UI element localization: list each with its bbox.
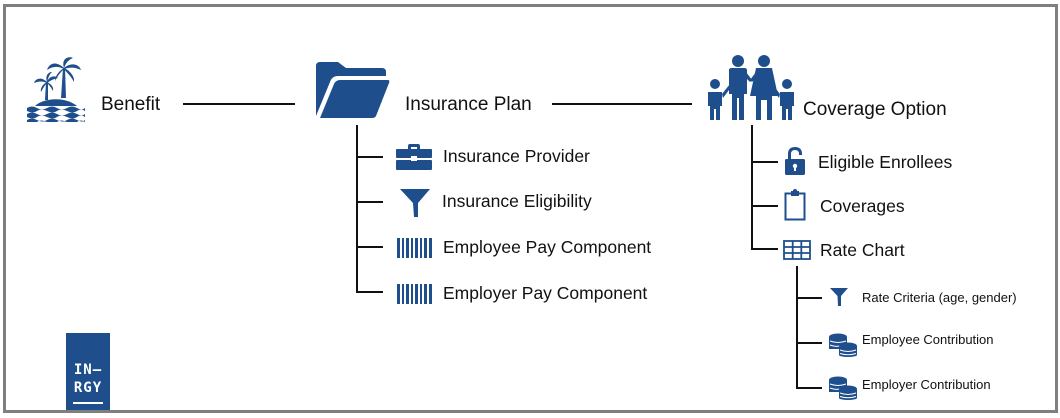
coverage-label-rest: Option <box>885 99 947 120</box>
plan-branch <box>356 246 383 248</box>
rate-tree-trunk <box>796 266 798 389</box>
insurance-plan-label: Insurance Plan <box>405 94 532 115</box>
list-item-eligible-enrollees: Eligible Enrollees <box>818 152 953 172</box>
island-palm-icon <box>25 54 87 122</box>
connector-benefit-plan <box>183 103 295 105</box>
coins-stack-icon <box>828 333 858 357</box>
open-folder-icon <box>314 60 390 120</box>
filter-funnel-icon <box>400 189 430 217</box>
list-item-insurance-eligibility: Insurance Eligibility <box>442 191 592 211</box>
coverage-branch <box>751 161 778 163</box>
unlocked-padlock-icon <box>784 146 806 176</box>
list-item-employee-pay-component: Employee Pay Component <box>443 237 652 257</box>
list-item-rate-criteria: Rate Criteria (age, gender) <box>862 290 1017 305</box>
plan-branch <box>356 291 383 293</box>
plan-branch <box>356 156 383 158</box>
coins-stack-icon <box>828 376 858 400</box>
rate-branch <box>796 387 822 389</box>
plan-tree-trunk <box>356 125 358 293</box>
barcode-icon <box>397 284 433 304</box>
logo-line2: RGY <box>73 380 103 396</box>
barcode-icon <box>397 238 433 258</box>
clipboard-icon <box>784 189 806 221</box>
connector-plan-coverage <box>552 103 692 105</box>
list-item-insurance-provider: Insurance Provider <box>443 146 590 166</box>
list-item-employee-contribution: Employee Contribution <box>862 332 994 347</box>
logo-line1: IN– <box>73 362 103 378</box>
coverage-branch <box>751 248 778 250</box>
benefit-label: Benefit <box>101 94 161 115</box>
coverage-label-main: Coverage <box>803 99 886 120</box>
list-item-rate-chart: Rate Chart <box>820 240 905 260</box>
coverage-branch <box>751 205 778 207</box>
ingry-logo: IN– RGY <box>66 333 110 410</box>
coverage-tree-trunk <box>751 125 753 250</box>
briefcase-icon <box>396 144 432 170</box>
plan-branch <box>356 201 383 203</box>
diagram-frame <box>3 4 1058 413</box>
list-item-employer-contribution: Employer Contribution <box>862 377 991 392</box>
coverage-option-label: Coverage Option <box>803 99 947 121</box>
rate-branch <box>796 297 822 299</box>
filter-funnel-icon <box>830 288 848 306</box>
rate-branch <box>796 342 822 344</box>
table-grid-icon <box>783 240 811 260</box>
list-item-employer-pay-component: Employer Pay Component <box>443 283 648 303</box>
logo-underline <box>73 402 103 404</box>
family-icon <box>702 54 800 120</box>
list-item-coverages: Coverages <box>820 196 905 216</box>
